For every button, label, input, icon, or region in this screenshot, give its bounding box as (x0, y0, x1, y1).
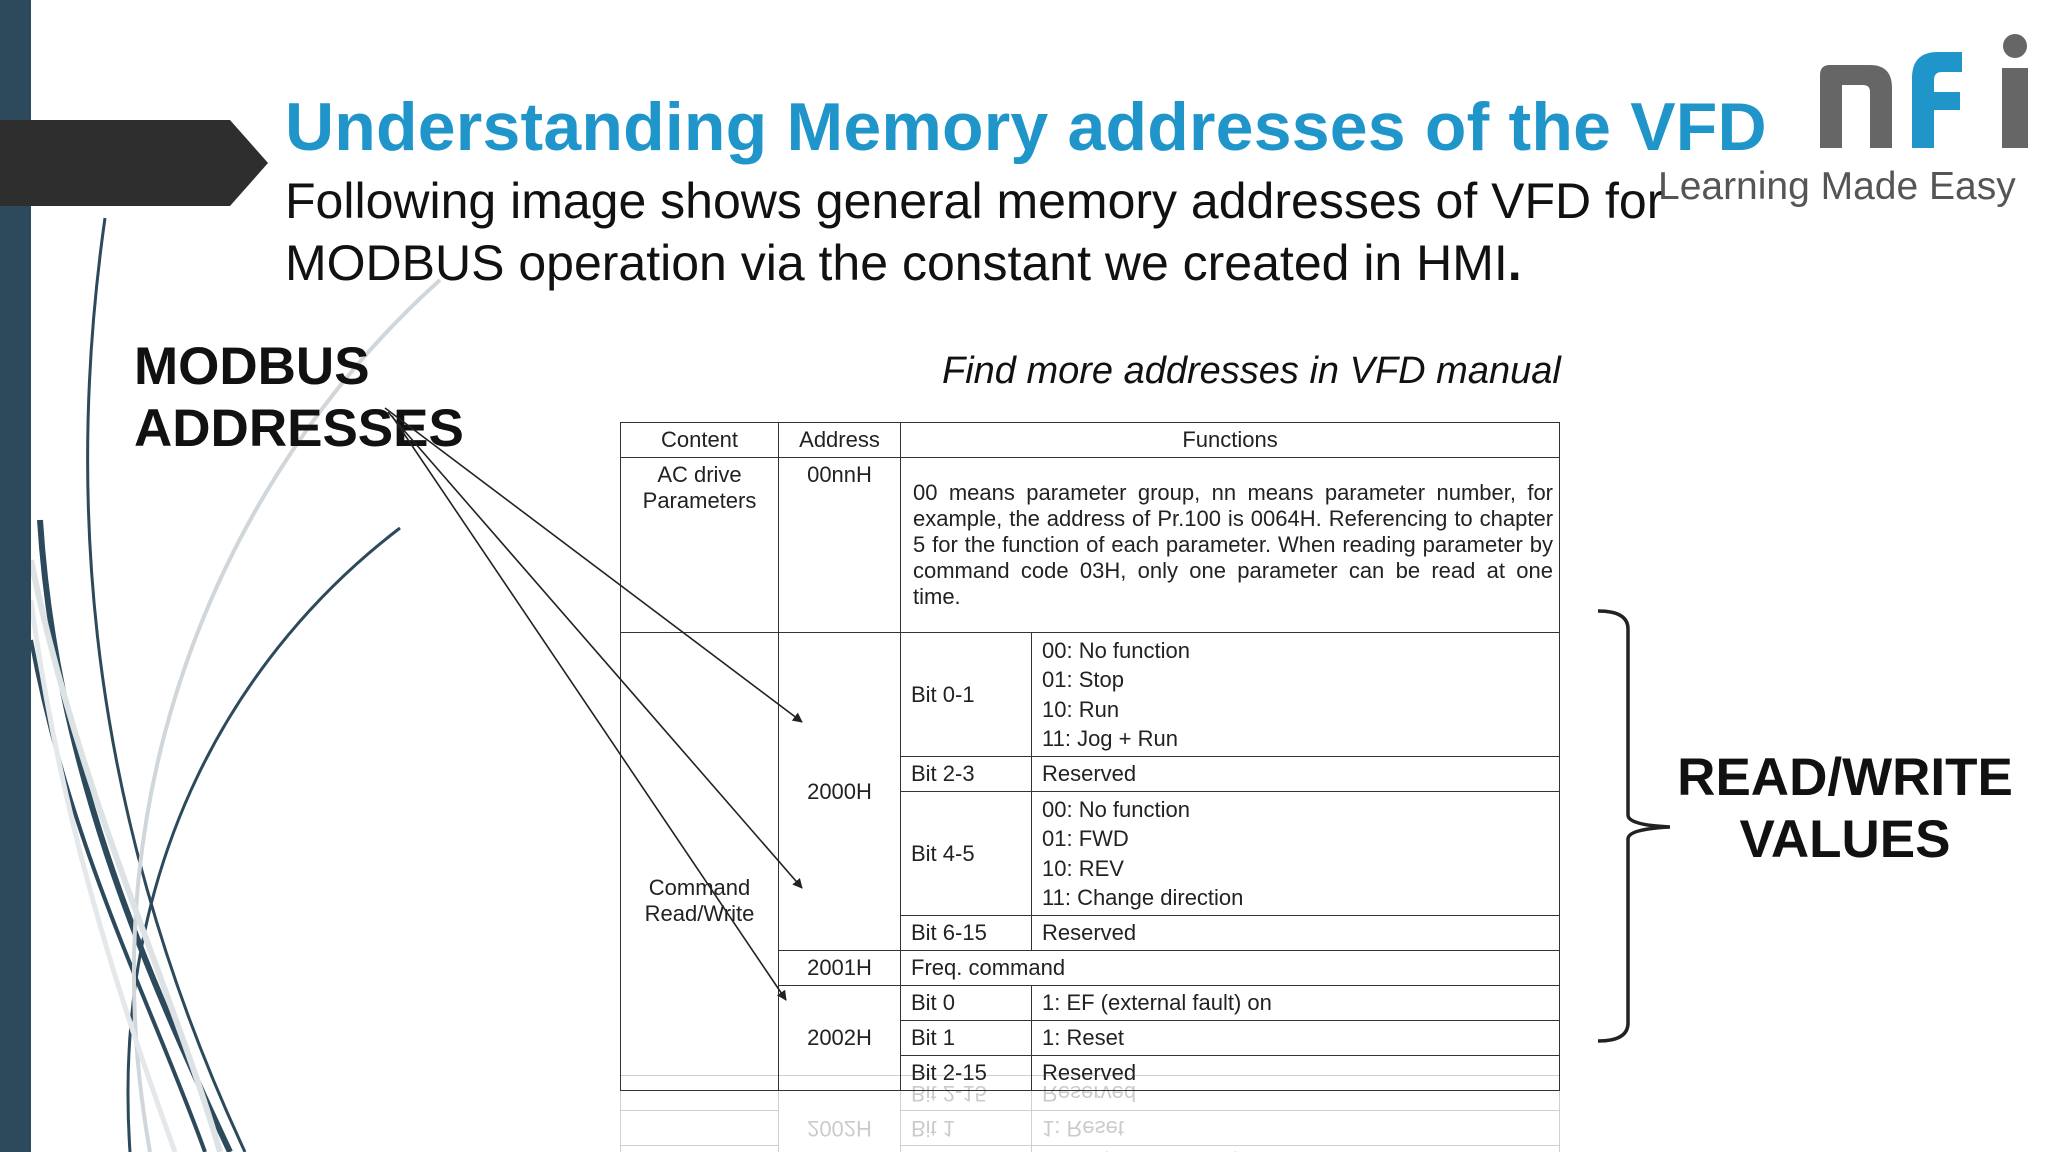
table-row-bit23: Bit 2-3 Reserved (621, 756, 1561, 792)
bit23-value: Reserved (1030, 756, 1561, 792)
reflection-bit215-label: Bit 2-15 (900, 1075, 1032, 1111)
table-row-bit45: Bit 4-5 00: No function 01: FWD 10: REV … (621, 791, 1561, 916)
nfi-logo (1820, 34, 2028, 148)
ac-description-cell: 00 means parameter group, nn means param… (899, 457, 1561, 633)
modbus-label-line2: ADDRESSES (134, 399, 464, 458)
subtitle: Following image shows general memory add… (285, 170, 1705, 294)
bit45-value-0: 00: No function (1042, 796, 1190, 822)
bit23-label: Bit 2-3 (900, 756, 1032, 792)
reflection-bit215-value: Reserved (1031, 1075, 1560, 1111)
address-2001h-cell: 2001H (778, 950, 901, 986)
header-functions: Functions (899, 422, 1561, 458)
bit615-value: Reserved (1030, 915, 1561, 951)
reflection-row-bit215: Bit 2-15 Reserved (620, 1075, 1560, 1111)
bit01-value-1: 01: Stop (1042, 667, 1124, 692)
page-title: Understanding Memory addresses of the VF… (285, 89, 1767, 165)
table-row-2002h-bit215: Bit 2-15 Reserved (621, 1055, 1561, 1091)
command-content-line2: Read/Write (644, 900, 755, 926)
bit1-label: Bit 1 (900, 1020, 1032, 1056)
bit45-label: Bit 4-5 (900, 791, 1032, 916)
reflection-bit1-value: 1: Reset (1031, 1110, 1560, 1146)
reflection-blank-cell (620, 1110, 779, 1146)
bit45-value-3: 11: Change direction (1042, 885, 1244, 910)
ac-content-line2: Parameters (642, 488, 757, 513)
bit01-value-3: 11: Jog + Run (1042, 726, 1178, 751)
table-reflection: 2002H Bit 0 1: EF (external fault) on Bi… (620, 1075, 1560, 1152)
bit01-label: Bit 0-1 (900, 632, 1032, 757)
bit0-value: 1: EF (external fault) on (1030, 985, 1561, 1021)
bit45-values: 00: No function 01: FWD 10: REV 11: Chan… (1030, 791, 1561, 916)
reflection-blank-cell (620, 1075, 779, 1111)
rw-label-line1: READ/WRITE (1677, 748, 2013, 807)
read-write-values-label: READ/WRITE VALUES (1665, 747, 2025, 871)
freq-command-cell: Freq. command (899, 950, 1561, 986)
address-2000h-cell: 2000H (778, 632, 901, 951)
bit615-label: Bit 6-15 (900, 915, 1032, 951)
modbus-label-line1: MODBUS (134, 337, 370, 396)
reflection-bit0-value: 1: EF (external fault) on (1031, 1145, 1560, 1152)
manual-note: Find more addresses in VFD manual (942, 350, 1561, 392)
table-row-bit615: Bit 6-15 Reserved (621, 915, 1561, 951)
logo-tagline: Learning Made Easy (1658, 165, 2016, 208)
bit0-label: Bit 0 (900, 985, 1032, 1021)
title-arrow-tab (0, 120, 268, 206)
ac-address-cell: 00nnH (778, 457, 901, 633)
table-row-2002h-bit0: 2002H Bit 0 1: EF (external fault) on (621, 985, 1561, 1091)
subtitle-line2: MODBUS operation via the constant we cre… (285, 235, 1508, 291)
bit215-label: Bit 2-15 (900, 1055, 1032, 1091)
reflection-row-bit0: 2002H Bit 0 1: EF (external fault) on (620, 1075, 1560, 1152)
table-row-bit01: Command Read/Write 2000H Bit 0-1 00: No … (620, 632, 1561, 1091)
reflection-row-bit1: Bit 1 1: Reset (620, 1110, 1560, 1146)
reflection-bit0-label: Bit 0 (900, 1145, 1032, 1152)
ac-content-line1: AC drive (657, 462, 742, 487)
bit45-value-1: 01: FWD (1042, 826, 1129, 851)
bit01-value-2: 10: Run (1042, 696, 1120, 722)
table-row-ac-params: AC drive Parameters 00nnH 00 means param… (620, 457, 1561, 633)
table-header-row: Content Address Functions (620, 422, 1561, 458)
decorative-swooshes (28, 217, 442, 1152)
right-curly-brace (1597, 609, 1670, 1043)
header-content: Content (620, 422, 779, 458)
bit01-value-0: 00: No function (1042, 637, 1190, 663)
command-content-line1: Command (648, 874, 751, 900)
subtitle-line1: Following image shows general memory add… (285, 173, 1664, 229)
subtitle-period: . (1507, 235, 1522, 291)
bit1-value: 1: Reset (1030, 1020, 1561, 1056)
modbus-addresses-label: MODBUS ADDRESSES (134, 336, 464, 460)
bit215-value: Reserved (1030, 1055, 1561, 1091)
header-address: Address (778, 422, 901, 458)
table-row-2001h: 2001H Freq. command (621, 950, 1561, 986)
reflection-address-2002h: 2002H (778, 1075, 901, 1152)
reflection-blank-cell (620, 1145, 779, 1152)
command-content-cell: Command Read/Write (620, 632, 779, 1091)
address-table: Content Address Functions AC drive Param… (620, 422, 1561, 1091)
ac-content-cell: AC drive Parameters (620, 457, 779, 633)
address-2002h-cell: 2002H (778, 985, 901, 1091)
table-row-2002h-bit1: Bit 1 1: Reset (621, 1020, 1561, 1056)
bit45-value-2: 10: REV (1042, 855, 1124, 881)
rw-label-line2: VALUES (1739, 810, 1951, 869)
reflection-bit1-label: Bit 1 (900, 1110, 1032, 1146)
bit01-values: 00: No function 01: Stop 10: Run 11: Jog… (1030, 632, 1561, 757)
